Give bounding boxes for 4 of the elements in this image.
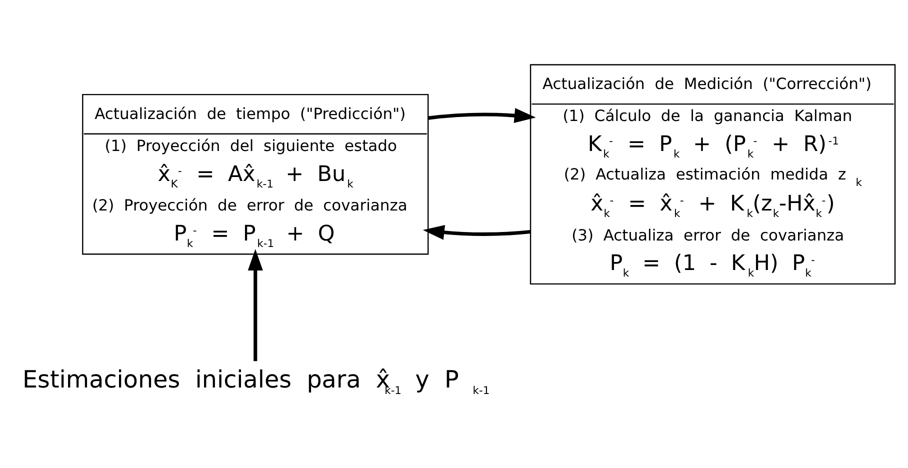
arrow: [248, 248, 263, 361]
arrow: [428, 108, 536, 123]
node-text: Estimaciones iniciales para x̂$_{k-1}$ y P $_{k-1}$: [22, 365, 490, 397]
arrow: [422, 224, 531, 240]
